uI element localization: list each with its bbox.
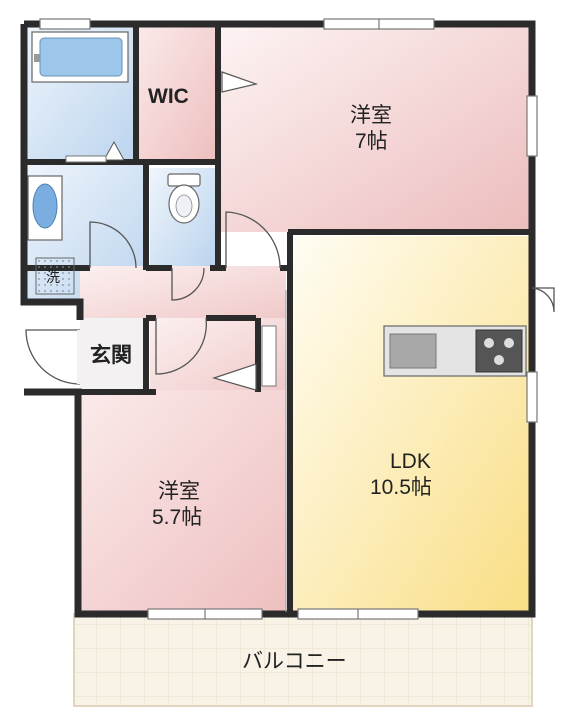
doors (25, 211, 555, 385)
western-room-1-label: 洋室 (350, 104, 392, 127)
kitchen-counter-icon (383, 325, 527, 377)
entrance-area (80, 318, 146, 390)
toilet-icon (167, 173, 201, 224)
western-room-1-size: 7帖 (355, 130, 388, 153)
bath-door-bar (65, 155, 107, 163)
balcony-label: バルコニー (242, 650, 347, 673)
sliding-partition (261, 325, 277, 387)
room-door (211, 363, 257, 391)
windows (39, 18, 538, 620)
ldk-size: 10.5帖 (370, 476, 432, 499)
western-room-1-area (220, 26, 532, 232)
western-room-2-area (80, 390, 286, 614)
wic-door (221, 71, 259, 93)
hallway-area (80, 266, 286, 318)
ldk-label: LDK (390, 450, 431, 473)
western-room-2-label: 洋室 (158, 480, 200, 503)
wash-basin-icon (27, 175, 63, 241)
ldk-area (290, 236, 532, 614)
washroom-label: 洗 (46, 269, 60, 285)
bath-door (103, 140, 125, 161)
entrance-label: 玄関 (90, 343, 132, 367)
wic-label: WIC (148, 85, 189, 108)
balcony-area (73, 613, 533, 707)
wic-area (136, 26, 216, 160)
washing-machine-icon (35, 257, 75, 295)
interior-walls (24, 24, 532, 614)
western-room-2-size: 5.7帖 (152, 506, 202, 529)
bathtub-icon (31, 31, 129, 83)
